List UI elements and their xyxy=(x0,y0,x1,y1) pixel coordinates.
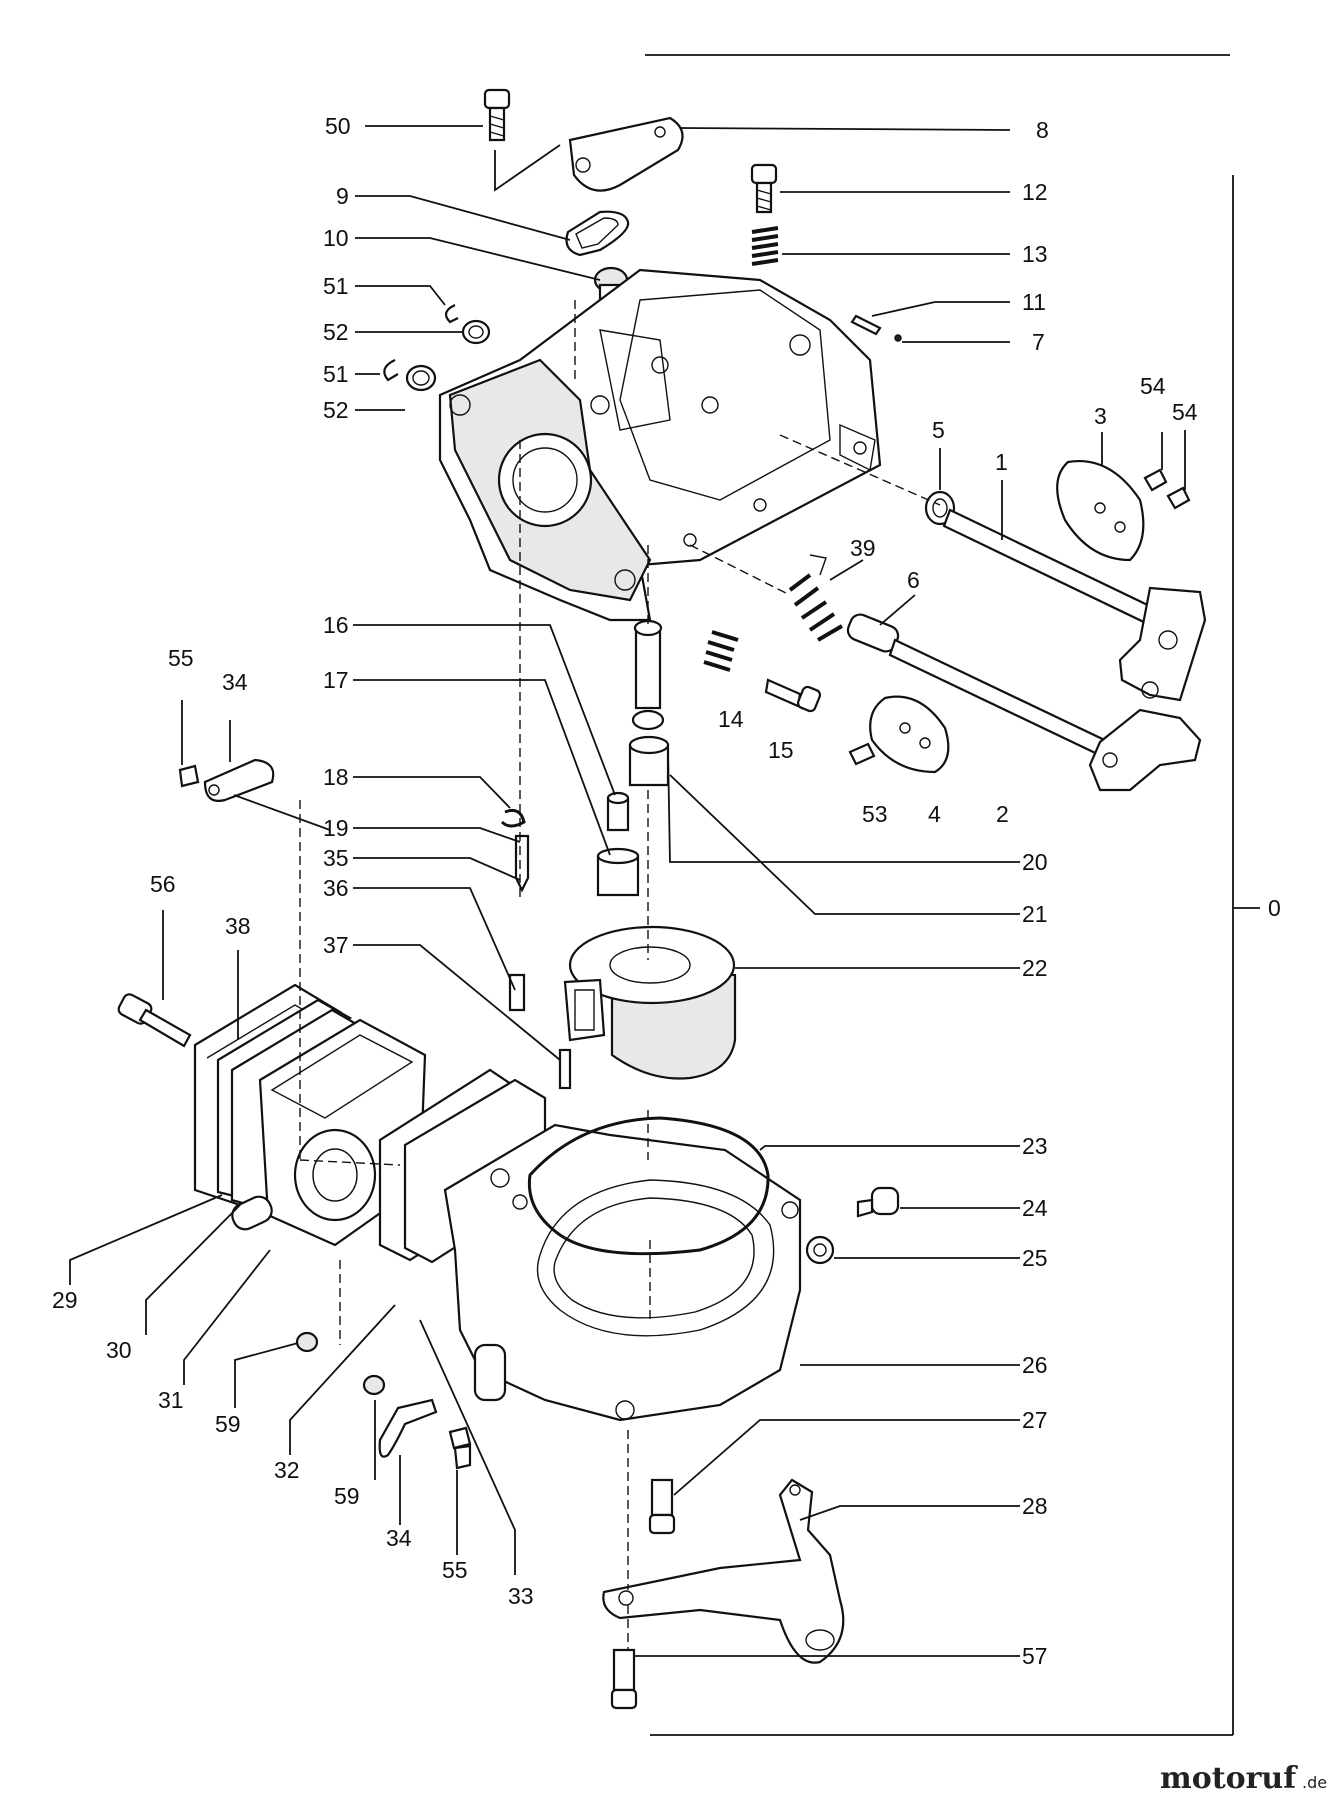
watermark-brand: motoruf xyxy=(1160,1761,1298,1796)
callout-13: 13 xyxy=(1022,241,1048,267)
callout-54: 54 xyxy=(1172,399,1198,425)
throttle-shaft-part xyxy=(942,508,1207,702)
callout-37: 37 xyxy=(323,932,349,958)
callout-57: 57 xyxy=(1022,1643,1048,1669)
callout-12: 12 xyxy=(1022,179,1048,205)
callout-22: 22 xyxy=(1022,955,1048,981)
cover-plate-part xyxy=(568,116,684,192)
callout-33: 33 xyxy=(508,1583,534,1609)
callout-35: 35 xyxy=(323,845,349,871)
callout-34: 34 xyxy=(386,1525,412,1551)
callout-labels: 50 8 9 12 10 13 51 11 52 7 51 54 54 52 5… xyxy=(52,113,1281,1669)
callout-24: 24 xyxy=(1022,1195,1048,1221)
callout-31: 31 xyxy=(158,1387,184,1413)
callout-51: 51 xyxy=(323,361,349,387)
callout-8: 8 xyxy=(1036,117,1049,143)
callout-25: 25 xyxy=(1022,1245,1048,1271)
leader-lines xyxy=(69,125,1186,1657)
callout-26: 26 xyxy=(1022,1352,1048,1378)
callout-3: 3 xyxy=(1094,403,1107,429)
callout-32: 32 xyxy=(274,1457,300,1483)
gasket-part xyxy=(565,210,630,257)
callout-5: 5 xyxy=(932,417,945,443)
callout-19: 19 xyxy=(323,815,349,841)
float-bowl-part xyxy=(443,1123,802,1422)
callout-11: 11 xyxy=(1022,289,1046,315)
callout-39: 39 xyxy=(850,535,876,561)
callout-18: 18 xyxy=(323,764,349,790)
callout-38: 38 xyxy=(225,913,251,939)
callout-0: 0 xyxy=(1268,895,1281,921)
part-illustrations xyxy=(117,88,1207,1710)
callout-6: 6 xyxy=(907,567,920,593)
callout-30: 30 xyxy=(106,1337,132,1363)
callout-56: 56 xyxy=(150,871,176,897)
alignment-lines xyxy=(299,300,941,1650)
callout-50: 50 xyxy=(325,113,351,139)
callout-51: 51 xyxy=(323,273,349,299)
callout-53: 53 xyxy=(862,801,888,827)
callout-4: 4 xyxy=(928,801,941,827)
callout-1: 1 xyxy=(995,449,1008,475)
callout-59: 59 xyxy=(215,1411,241,1437)
callout-34: 34 xyxy=(222,669,248,695)
callout-17: 17 xyxy=(323,667,349,693)
callout-52: 52 xyxy=(323,319,349,345)
callout-21: 21 xyxy=(1022,901,1048,927)
callout-16: 16 xyxy=(323,612,349,638)
callout-27: 27 xyxy=(1022,1407,1048,1433)
callout-55: 55 xyxy=(442,1557,468,1583)
callout-54: 54 xyxy=(1140,373,1166,399)
callout-15: 15 xyxy=(768,737,794,763)
callout-10: 10 xyxy=(323,225,349,251)
frame-bracket xyxy=(645,54,1260,1736)
throttle-plate-part xyxy=(1056,460,1145,562)
callout-36: 36 xyxy=(323,875,349,901)
bowl-gasket-part xyxy=(527,1116,770,1256)
callout-52: 52 xyxy=(323,397,349,423)
watermark-suffix: .de xyxy=(1302,1773,1327,1792)
callout-7: 7 xyxy=(1032,329,1045,355)
callout-55: 55 xyxy=(168,645,194,671)
callout-23: 23 xyxy=(1022,1133,1048,1159)
main-nozzle-part xyxy=(634,626,662,710)
choke-plate-part xyxy=(869,695,950,774)
callout-9: 9 xyxy=(336,183,349,209)
callout-20: 20 xyxy=(1022,849,1048,875)
watermark: motoruf .de xyxy=(1160,1761,1327,1796)
float-part xyxy=(563,925,737,1080)
callout-2: 2 xyxy=(996,801,1009,827)
carburetor-body-part xyxy=(438,268,882,622)
callout-29: 29 xyxy=(52,1287,78,1313)
callout-28: 28 xyxy=(1022,1493,1048,1519)
mounting-bracket-part xyxy=(602,1478,845,1664)
callout-14: 14 xyxy=(718,706,744,732)
callout-59: 59 xyxy=(334,1483,360,1509)
